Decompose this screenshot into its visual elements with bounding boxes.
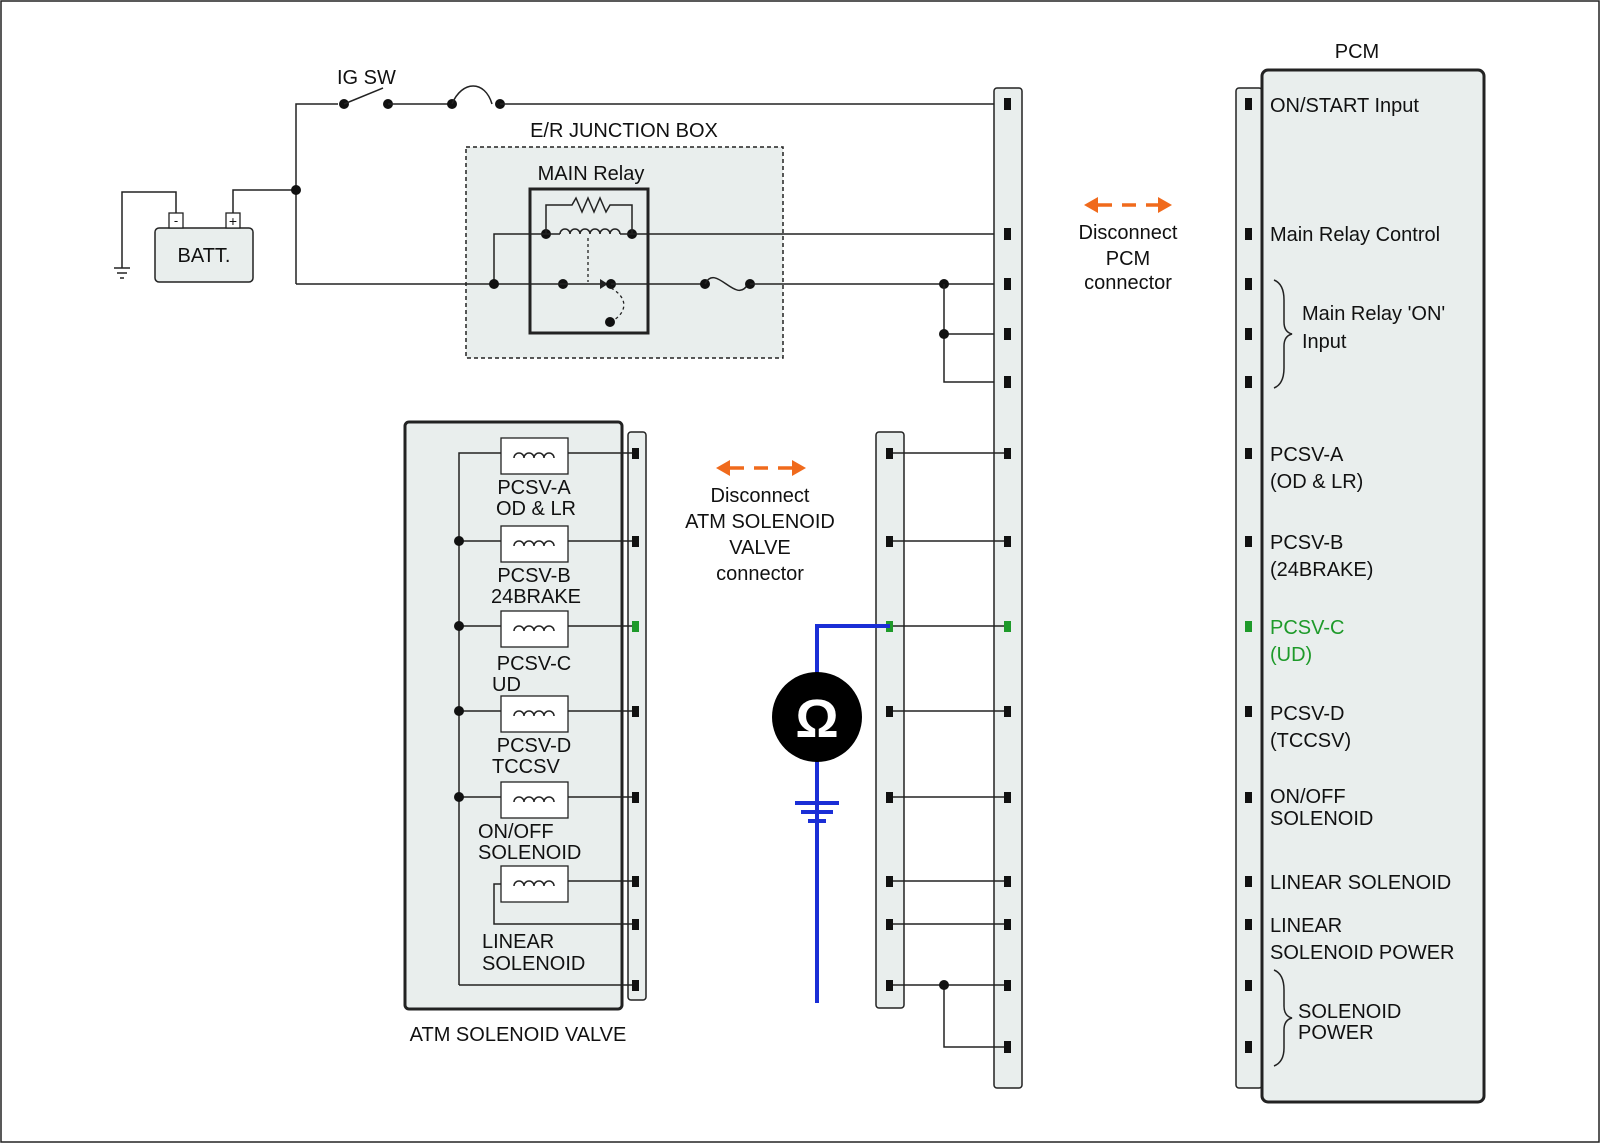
- atm-disconnect-text-line1: Disconnect: [711, 485, 810, 507]
- solenoid-linear: LINEAR SOLENOID: [482, 865, 636, 975]
- battery-positive-wire: [232, 189, 296, 213]
- atm-pin-pcsv-c-highlight: [632, 621, 639, 632]
- solenoid-power-brace: [1273, 969, 1293, 1067]
- pcm-pin-pcsv-a-line1: PCSV-A: [1270, 444, 1344, 466]
- pcm-pin-solenoid-power-line2: POWER: [1298, 1022, 1374, 1044]
- atm-harness-connector: [875, 431, 905, 1009]
- pcm-disconnect-text-line2: PCM: [1106, 248, 1150, 270]
- pcm-pin-pcsv-b-line1: PCSV-B: [1270, 532, 1343, 554]
- atm-disconnect-text-line2: ATM SOLENOID: [685, 511, 835, 533]
- pcm-pin-on-off-solenoid-line1: ON/OFF: [1270, 786, 1346, 808]
- pcm-pin-main-relay-control: Main Relay Control: [1270, 224, 1440, 246]
- pcm-connector-pins: [1245, 98, 1252, 1053]
- pcm-pin-linear-solenoid-power-line2: SOLENOID POWER: [1270, 942, 1454, 964]
- pcm-disconnect-arrow-icon: [1084, 197, 1172, 213]
- solenoid-common-bus: [458, 452, 501, 985]
- solenoid-linear-label-line2: SOLENOID: [482, 953, 585, 975]
- pcm-label: PCM: [1335, 41, 1379, 63]
- pcm-pin-main-relay-on-line2: Input: [1302, 331, 1347, 353]
- solenoid-pcsv-c-label-line1: PCSV-C: [497, 653, 571, 675]
- pcm-harness-pins: [1004, 98, 1011, 1053]
- battery-positive-label: +: [229, 213, 237, 229]
- pcm-pin-pcsv-d-line2: (TCCSV): [1270, 730, 1351, 752]
- er-junction-box: E/R JUNCTION BOX: [465, 120, 784, 359]
- solenoid-pcsv-d: PCSV-D TCCSV: [454, 695, 636, 778]
- atm-disconnect-arrow-icon: [716, 460, 806, 476]
- solenoid-pcsv-a-label-line1: PCSV-A: [497, 477, 571, 499]
- pcm-pin-pcsv-a-line2: (OD & LR): [1270, 471, 1363, 493]
- pcm-pin-on-off-solenoid-line2: SOLENOID: [1270, 808, 1373, 830]
- pcm-pin-solenoid-power-line1: SOLENOID: [1298, 1001, 1401, 1023]
- battery-negative-label: -: [174, 213, 178, 228]
- relay-coil-feed-wire: [493, 233, 546, 284]
- battery-label: BATT.: [178, 245, 231, 267]
- ignition-switch[interactable]: IG SW: [337, 67, 396, 109]
- solenoid-on-off: ON/OFF SOLENOID: [454, 781, 636, 864]
- pcm-pin-main-relay-on-line1: Main Relay 'ON': [1302, 303, 1445, 325]
- main-relay-on-brace: [1273, 279, 1293, 389]
- pcm-pin-linear-solenoid: LINEAR SOLENOID: [1270, 872, 1451, 894]
- atm-solenoid-valve-label: ATM SOLENOID VALVE: [410, 1024, 627, 1046]
- main-relay-label: MAIN Relay: [538, 163, 645, 185]
- solenoid-linear-label-line1: LINEAR: [482, 931, 554, 953]
- solenoid-pcsv-a: PCSV-A OD & LR: [496, 437, 636, 520]
- battery-feed-wire: [295, 103, 338, 284]
- solenoid-pcsv-c: PCSV-C UD: [454, 610, 636, 696]
- er-junction-box-label: E/R JUNCTION BOX: [530, 120, 718, 142]
- atm-disconnect-text-line4: connector: [716, 563, 804, 585]
- solenoid-pcsv-b: PCSV-B 24BRAKE: [454, 525, 636, 608]
- pcm-pin-pcsv-c-line1: PCSV-C: [1270, 617, 1344, 639]
- pcm-pin-pcsv-d-line1: PCSV-D: [1270, 703, 1344, 725]
- solenoid-pcsv-d-label-line2: TCCSV: [492, 756, 560, 778]
- pcm-disconnect-text-line1: Disconnect: [1079, 222, 1178, 244]
- pcm-harness-connector: [993, 87, 1023, 1089]
- ohm-icon: Ω: [795, 689, 838, 749]
- pcm-pin-on-start-input: ON/START Input: [1270, 95, 1419, 117]
- battery: - + BATT.: [154, 212, 254, 283]
- solenoid-pcsv-b-label-line1: PCSV-B: [497, 565, 570, 587]
- solenoid-on-off-label-line2: SOLENOID: [478, 842, 581, 864]
- solenoid-pcsv-a-label-line2: OD & LR: [496, 498, 576, 520]
- pcm: [1260, 68, 1486, 1104]
- ground-symbol-battery: [114, 191, 177, 279]
- pcm-pin-pcsv-c-line2: (UD): [1270, 644, 1312, 666]
- solenoid-pcsv-d-label-line1: PCSV-D: [497, 735, 571, 757]
- ignition-switch-label: IG SW: [337, 67, 396, 89]
- atm-disconnect-text-line3: VALVE: [729, 537, 791, 559]
- harness-wires: [890, 452, 1008, 1048]
- ignition-fuse: [447, 85, 505, 109]
- pcm-pin-linear-solenoid-power-line1: LINEAR: [1270, 915, 1342, 937]
- atm-connector-pins: [632, 448, 639, 991]
- pcm-disconnect-text-line3: connector: [1084, 272, 1172, 294]
- solenoid-on-off-label-line1: ON/OFF: [478, 821, 554, 843]
- pcm-pin-pcsv-b-line2: (24BRAKE): [1270, 559, 1373, 581]
- solenoid-pcsv-b-label-line2: 24BRAKE: [491, 586, 581, 608]
- ohmmeter: Ω: [772, 624, 890, 1003]
- solenoid-pcsv-c-label-line2: UD: [492, 674, 521, 696]
